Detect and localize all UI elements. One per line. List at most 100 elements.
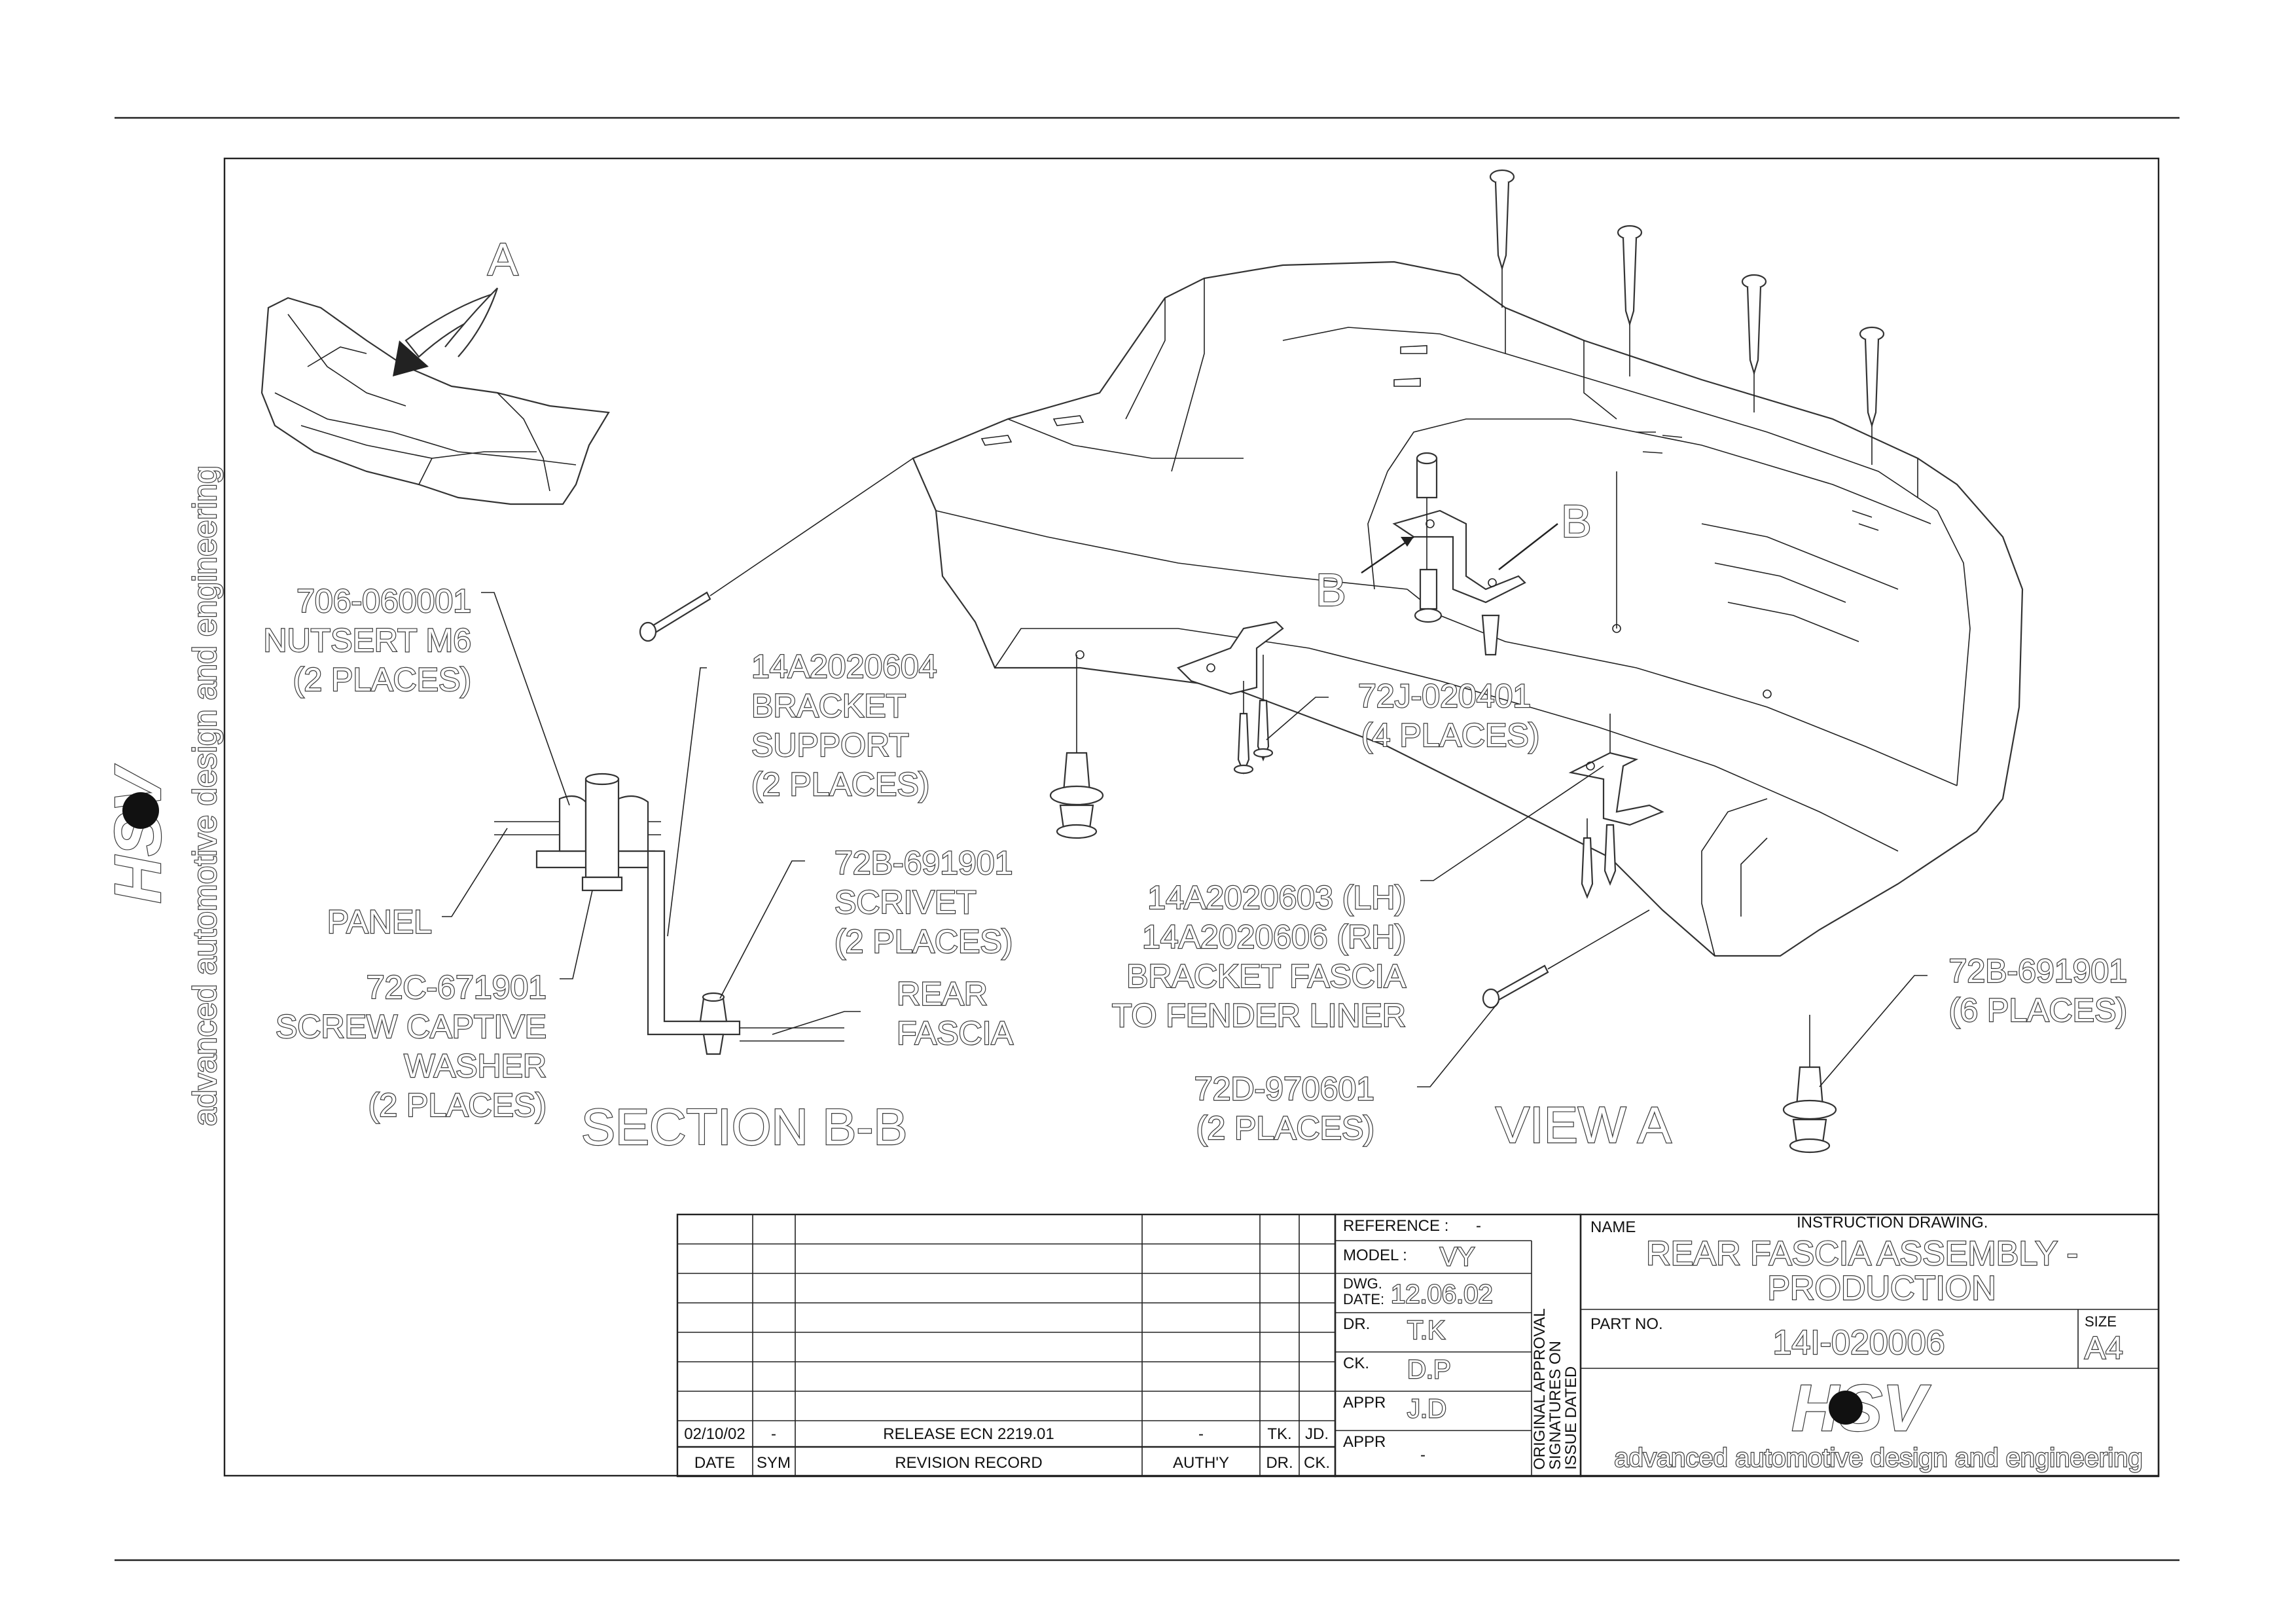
header-authy: AUTH'Y (1173, 1454, 1229, 1472)
callout-nutsert-line: 706-060001 (296, 583, 471, 619)
approval-note-line: SIGNATURES ON (1547, 1341, 1564, 1470)
callout-screw-captive-line: WASHER (404, 1048, 547, 1084)
callout-screw-72j-line: 72J-020401 (1358, 678, 1531, 714)
model-value: VY (1440, 1243, 1475, 1271)
ck-label: CK. (1343, 1355, 1369, 1372)
callout-screw-captive-line: SCREW CAPTIVE (276, 1008, 547, 1045)
scrivet-right (1782, 1015, 1837, 1154)
scrivet-left (1049, 655, 1104, 839)
part-no-label: PART NO. (1590, 1315, 1663, 1333)
callout-screw-72d-line: (2 PLACES) (1196, 1110, 1374, 1146)
header-record: REVISION RECORD (895, 1454, 1042, 1472)
side-brand: advanced automotive design and engineeri… (186, 465, 224, 1127)
screws-72j (1233, 655, 1274, 775)
section-letter-left: B (1316, 564, 1346, 615)
callout-panel: PANEL (327, 903, 432, 940)
approval-note-line: ORIGINAL APPROVAL (1531, 1308, 1549, 1470)
callout-screw-captive-line: 72C-671901 (367, 969, 547, 1006)
callout-scrivet-section: 72B-691901 SCRIVET (2 PLACES) (834, 844, 1014, 960)
callout-bracket-fascia-line: BRACKET FASCIA (1126, 958, 1407, 994)
section-letter-right: B (1561, 496, 1592, 547)
approval-note: ORIGINAL APPROVAL SIGNATURES ON ISSUE DA… (1531, 1308, 1580, 1470)
title-tagline: advanced automotive design and engineeri… (1614, 1444, 2142, 1472)
appr2-label: APPR (1343, 1433, 1386, 1451)
dwg-date-label: DATE: (1343, 1291, 1384, 1307)
callout-bracket-fascia: 14A2020603 (LH) 14A2020606 (RH) BRACKET … (1111, 879, 1407, 1034)
reference-label: REFERENCE : (1343, 1217, 1448, 1235)
header-date: DATE (694, 1454, 735, 1472)
appr1-label: APPR (1343, 1394, 1386, 1412)
car-thumbnail (260, 297, 610, 505)
callout-nutsert: 706-060001 NUTSERT M6 (2 PLACES) (262, 582, 472, 699)
callout-rear-fascia: REAR FASCIA (896, 975, 1014, 1052)
rev-authy: - (1198, 1425, 1204, 1443)
callout-scrivet-view-line: 72B-691901 (1949, 953, 2127, 989)
callout-scrivet-section-line: (2 PLACES) (834, 923, 1013, 960)
callout-nutsert-line: (2 PLACES) (293, 661, 471, 698)
section-bb-detail (494, 773, 844, 1055)
side-logo: HSV (101, 763, 175, 904)
callout-scrivet-section-line: SCRIVET (834, 884, 977, 921)
callout-scrivet-view-line: (6 PLACES) (1949, 992, 2127, 1029)
rev-dr: TK. (1267, 1425, 1291, 1443)
side-logo-emblem (122, 792, 159, 829)
drawing-title-line: REAR FASCIA ASSEMBLY - (1646, 1235, 2078, 1273)
callout-screw-72j: 72J-020401 (4 PLACES) (1357, 677, 1541, 754)
callout-bracket-support-line: BRACKET (751, 687, 906, 724)
callout-bracket-fascia-line: 14A2020606 (RH) (1142, 919, 1406, 955)
callout-screw-captive-line: (2 PLACES) (368, 1087, 547, 1123)
callout-screw-captive: 72C-671901 SCREW CAPTIVE WASHER (2 PLACE… (275, 968, 547, 1124)
name-label: NAME (1590, 1218, 1636, 1236)
callout-screw-72j-line: (4 PLACES) (1361, 717, 1539, 754)
center-bracket-stack (1392, 452, 1526, 656)
title-logo-emblem (1829, 1391, 1863, 1425)
section-title: SECTION B-B (581, 1098, 907, 1156)
callout-nutsert-line: NUTSERT M6 (263, 622, 471, 659)
bracket-fascia-right (1568, 714, 1664, 899)
rev-sym: - (771, 1425, 776, 1443)
part-no-value: 14I-020006 (1772, 1324, 1945, 1362)
ck-value: D.P (1407, 1355, 1451, 1384)
view-title: VIEW A (1496, 1096, 1672, 1154)
model-label: MODEL : (1343, 1247, 1407, 1264)
header-ck: CK. (1304, 1454, 1330, 1472)
callout-bracket-support: 14A2020604 BRACKET SUPPORT (2 PLACES) (751, 647, 938, 803)
callout-rear-fascia-line: REAR (897, 976, 988, 1012)
title-block: 02/10/02 - RELEASE ECN 2219.01 - TK. JD.… (676, 1213, 2160, 1478)
callout-bracket-fascia-line: 14A2020603 (LH) (1147, 879, 1406, 916)
callout-bracket-support-line: SUPPORT (751, 727, 909, 763)
side-logo-text: HSV (101, 764, 175, 903)
size-value: A4 (2085, 1331, 2123, 1366)
screw-72d (1482, 909, 1650, 1009)
appr2-value: - (1420, 1446, 1426, 1464)
callout-screw-72d-line: 72D-970601 (1194, 1070, 1374, 1107)
rev-ck: JD. (1305, 1425, 1329, 1443)
callout-bracket-support-line: (2 PLACES) (751, 766, 929, 803)
header-sym: SYM (757, 1454, 791, 1472)
approval-note-line: ISSUE DATED (1562, 1366, 1580, 1470)
view-letter: A (488, 234, 518, 285)
dr-label: DR. (1343, 1315, 1370, 1333)
dwg-date-value: 12.06.02 (1391, 1280, 1493, 1309)
drawing-title-line: PRODUCTION (1767, 1269, 1996, 1307)
instruction-label: INSTRUCTION DRAWING. (1797, 1214, 1988, 1231)
callout-bracket-support-line: 14A2020604 (751, 648, 937, 685)
callout-scrivet-view: 72B-691901 (6 PLACES) (1948, 952, 2128, 1029)
header-dr: DR. (1266, 1454, 1293, 1472)
dr-value: T.K (1407, 1316, 1445, 1345)
side-tagline: advanced automotive design and engineeri… (187, 465, 223, 1126)
reference-value: - (1476, 1217, 1481, 1235)
callout-scrivet-section-line: 72B-691901 (834, 845, 1013, 881)
rev-record: RELEASE ECN 2219.01 (883, 1425, 1054, 1443)
appr1-value: J.D (1407, 1395, 1446, 1423)
lower-bracket (1177, 621, 1284, 695)
left-screw (639, 458, 914, 642)
leader-lines (442, 592, 1928, 1087)
view-a-arrow (393, 287, 499, 376)
rear-fascia-main (912, 261, 2024, 957)
callout-rear-fascia-line: FASCIA (897, 1015, 1013, 1051)
callout-bracket-fascia-line: TO FENDER LINER (1112, 997, 1406, 1034)
rev-date: 02/10/02 (684, 1425, 745, 1443)
